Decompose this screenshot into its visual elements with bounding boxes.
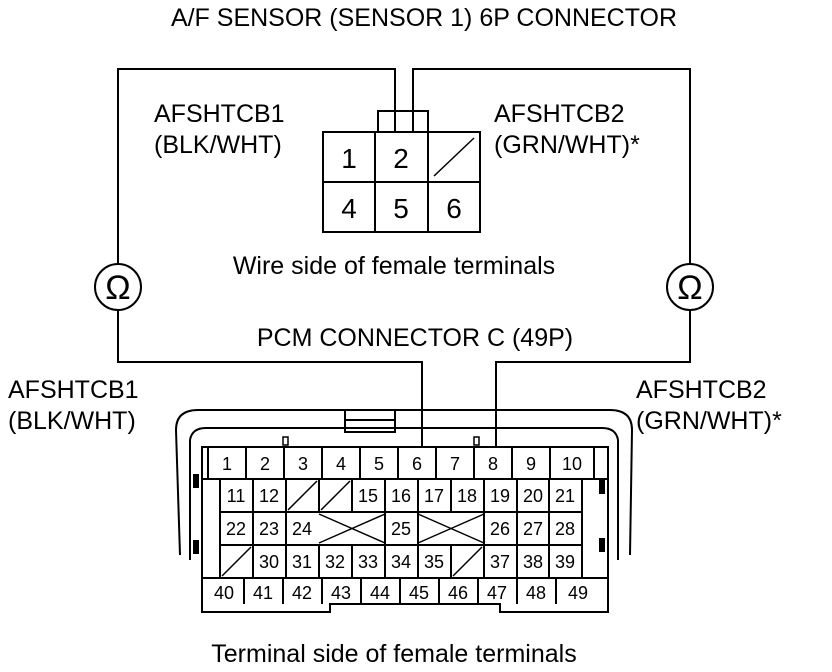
pcm-row-2: 11 12 15 16 17 18 19 20 21 [227, 486, 575, 506]
ohm-icon: Ω [677, 269, 702, 307]
pcm-terminal: 23 [259, 519, 279, 539]
ohmmeter-right: Ω [666, 263, 714, 311]
pcm-terminal: 7 [450, 454, 460, 474]
pcm-row-4: 30 31 32 33 34 35 37 38 39 [259, 552, 575, 572]
pcm-terminal: 49 [568, 583, 588, 603]
pcm-connector-housing [174, 409, 634, 613]
pcm-terminal: 22 [226, 519, 246, 539]
pcm-terminal: 6 [412, 454, 422, 474]
pcm-terminal: 3 [298, 454, 308, 474]
sensor-terminal-4: 4 [341, 193, 357, 224]
pcm-terminal: 45 [409, 583, 429, 603]
pcm-terminal: 26 [490, 519, 510, 539]
sensor-left-color-label: (BLK/WHT) [154, 131, 282, 159]
pcm-terminal: 1 [222, 454, 232, 474]
pcm-terminal: 9 [526, 454, 536, 474]
pcm-terminal: 47 [487, 583, 507, 603]
pcm-terminal: 21 [555, 486, 575, 506]
pcm-left-color-label: (BLK/WHT) [8, 407, 136, 435]
pcm-terminal: 16 [391, 486, 411, 506]
pcm-terminal: 20 [523, 486, 543, 506]
pcm-terminal: 44 [370, 583, 390, 603]
pcm-connector-title: PCM CONNECTOR C (49P) [257, 324, 573, 352]
diagram-title: A/F SENSOR (SENSOR 1) 6P CONNECTOR [171, 4, 677, 32]
pcm-terminal: 39 [555, 552, 575, 572]
ohm-icon: Ω [105, 269, 130, 307]
pcm-terminal: 40 [214, 583, 234, 603]
pcm-terminal: 43 [331, 583, 351, 603]
test-wires [117, 68, 691, 447]
pcm-terminal: 37 [490, 552, 510, 572]
pcm-terminal: 8 [488, 454, 498, 474]
pcm-terminal: 34 [391, 552, 411, 572]
pcm-row-3: 22 23 24 25 26 27 28 [226, 519, 575, 539]
sensor-left-signal-label: AFSHTCB1 [154, 100, 285, 128]
pcm-left-signal-label: AFSHTCB1 [8, 376, 139, 404]
sensor-terminal-5: 5 [393, 193, 409, 224]
pcm-terminal: 25 [391, 519, 411, 539]
pcm-terminal: 10 [562, 454, 582, 474]
pcm-terminal: 42 [292, 583, 312, 603]
pcm-terminal: 38 [523, 552, 543, 572]
pcm-right-color-label: (GRN/WHT)* [636, 407, 782, 435]
pcm-row-5: 40 41 42 43 44 45 46 47 48 49 [214, 583, 588, 603]
sensor-connector-caption: Wire side of female terminals [233, 252, 555, 280]
pcm-terminal: 27 [523, 519, 543, 539]
pcm-terminal: 17 [424, 486, 444, 506]
pcm-terminal: 32 [325, 552, 345, 572]
pcm-terminal: 31 [292, 552, 312, 572]
pcm-terminal: 11 [227, 486, 246, 506]
sensor-right-color-label: (GRN/WHT)* [494, 131, 640, 159]
pcm-terminal: 30 [259, 552, 279, 572]
pcm-terminal: 41 [253, 583, 273, 603]
sensor-connector: 1 2 4 5 6 [322, 110, 481, 233]
pcm-terminal: 19 [490, 486, 510, 506]
pcm-connector-caption: Terminal side of female terminals [211, 640, 576, 668]
pcm-terminal: 4 [336, 454, 346, 474]
pcm-terminal: 46 [448, 583, 468, 603]
ohmmeter-left: Ω [94, 263, 142, 311]
sensor-terminal-1: 1 [341, 143, 357, 174]
pcm-terminal: 35 [424, 552, 444, 572]
pcm-terminal: 48 [526, 583, 546, 603]
sensor-right-signal-label: AFSHTCB2 [494, 100, 625, 128]
sensor-terminal-2: 2 [393, 143, 409, 174]
pcm-terminal: 33 [358, 552, 378, 572]
pcm-terminal: 28 [555, 519, 575, 539]
pcm-right-signal-label: AFSHTCB2 [636, 376, 767, 404]
pcm-terminal: 5 [374, 454, 384, 474]
pcm-terminal: 12 [259, 486, 279, 506]
pcm-row-1: 1 2 3 4 5 6 7 8 9 10 [222, 454, 582, 474]
pcm-terminal: 18 [457, 486, 477, 506]
pcm-terminal: 2 [260, 454, 270, 474]
pcm-terminal: 15 [358, 486, 378, 506]
sensor-terminal-6: 6 [446, 193, 462, 224]
pcm-terminal: 24 [292, 519, 312, 539]
